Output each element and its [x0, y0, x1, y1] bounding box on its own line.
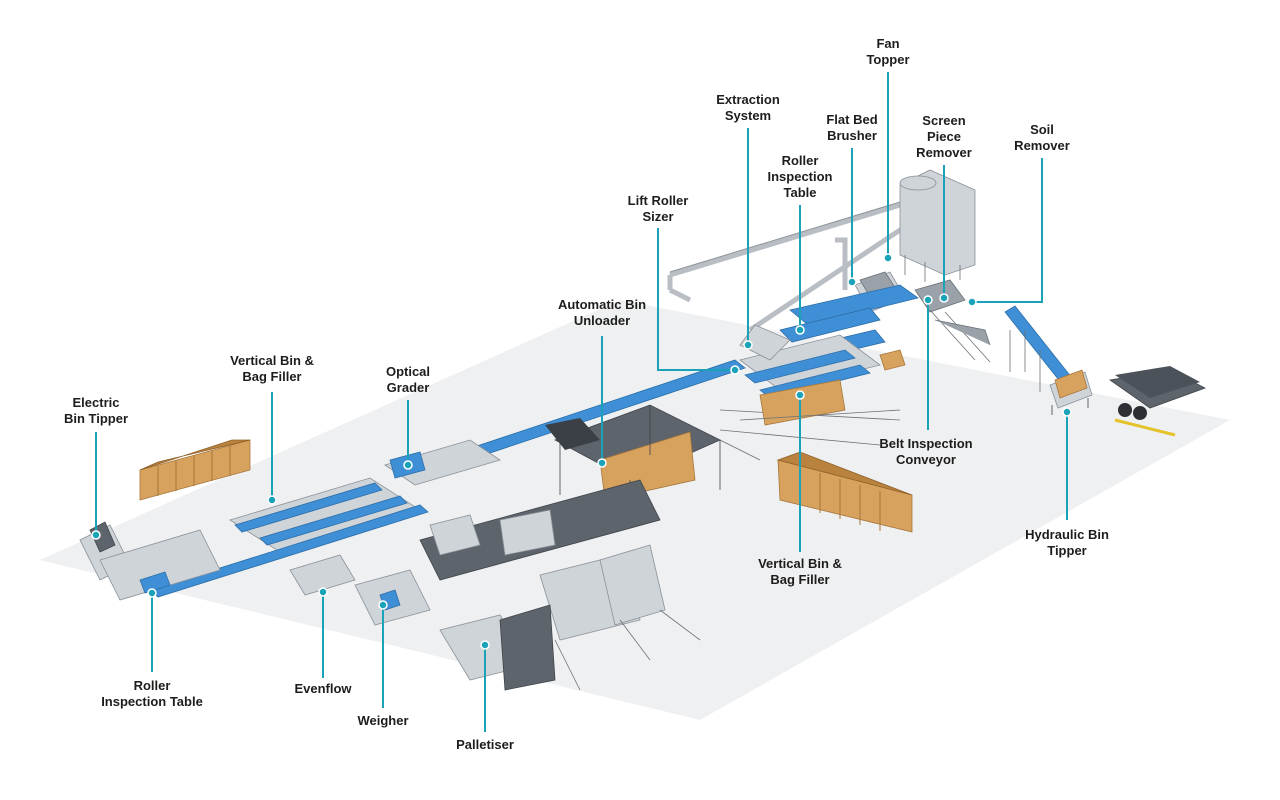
- label-flat-bed-brusher: Flat Bed Brusher: [826, 112, 878, 143]
- label-fan-topper: Fan Topper: [866, 36, 910, 67]
- leader-soil-remover: [972, 158, 1043, 303]
- hydraulic-bin-tipper-machine: [1049, 369, 1093, 415]
- vertical-bin-bag-filler-left-machine: [229, 477, 421, 553]
- label-vertical-bin-bag-filler-left: Vertical Bin & Bag Filler: [230, 353, 314, 384]
- label-automatic-bin-unloader: Automatic Bin Unloader: [557, 297, 647, 328]
- label-roller-inspection-table-bottom: Roller Inspection Table: [101, 678, 203, 709]
- leader-lift-roller-sizer: [657, 228, 735, 371]
- leader-lines: [91, 72, 1072, 732]
- evenflow-machine: [289, 554, 356, 596]
- label-soil-remover: Soil Remover: [1014, 122, 1070, 153]
- roller-inspection-table-bottom-machine: [99, 529, 221, 601]
- label-extraction-system: Extraction System: [716, 92, 780, 123]
- belt-inspection-conveyor-machine: [789, 284, 991, 363]
- label-palletiser: Palletiser: [456, 737, 514, 752]
- extraction-hood: [739, 324, 791, 361]
- label-lift-roller-sizer: Lift Roller Sizer: [627, 193, 689, 224]
- label-screen-piece-remover: Screen Piece Remover: [916, 113, 972, 160]
- soil-remover-stand: [1009, 330, 1041, 392]
- label-vertical-bin-bag-filler-right: Vertical Bin & Bag Filler: [758, 556, 842, 587]
- extraction-cyclone-unit: [899, 169, 976, 282]
- label-evenflow: Evenflow: [294, 681, 352, 696]
- weigher-machine: [354, 569, 431, 626]
- label-weigher: Weigher: [357, 713, 409, 728]
- label-electric-bin-tipper: Electric Bin Tipper: [63, 395, 129, 426]
- automatic-bin-unloader-machine: [545, 404, 721, 525]
- bin-stack-left: [139, 439, 251, 501]
- label-roller-inspection-table-top: Roller Inspection Table: [767, 153, 833, 200]
- label-belt-inspection-conveyor: Belt Inspection Conveyor: [879, 436, 973, 467]
- label-optical-grader: Optical Grader: [385, 364, 431, 395]
- optical-grader-machine: [384, 439, 501, 486]
- bin-fill-station-right: [719, 379, 901, 461]
- bin-stack-right: [776, 451, 913, 533]
- bagging-lines: [419, 479, 701, 691]
- label-hydraulic-bin-tipper: Hydraulic Bin Tipper: [1025, 527, 1109, 558]
- trailer: [1108, 366, 1206, 437]
- soil-remover-conveyor: [1004, 305, 1073, 385]
